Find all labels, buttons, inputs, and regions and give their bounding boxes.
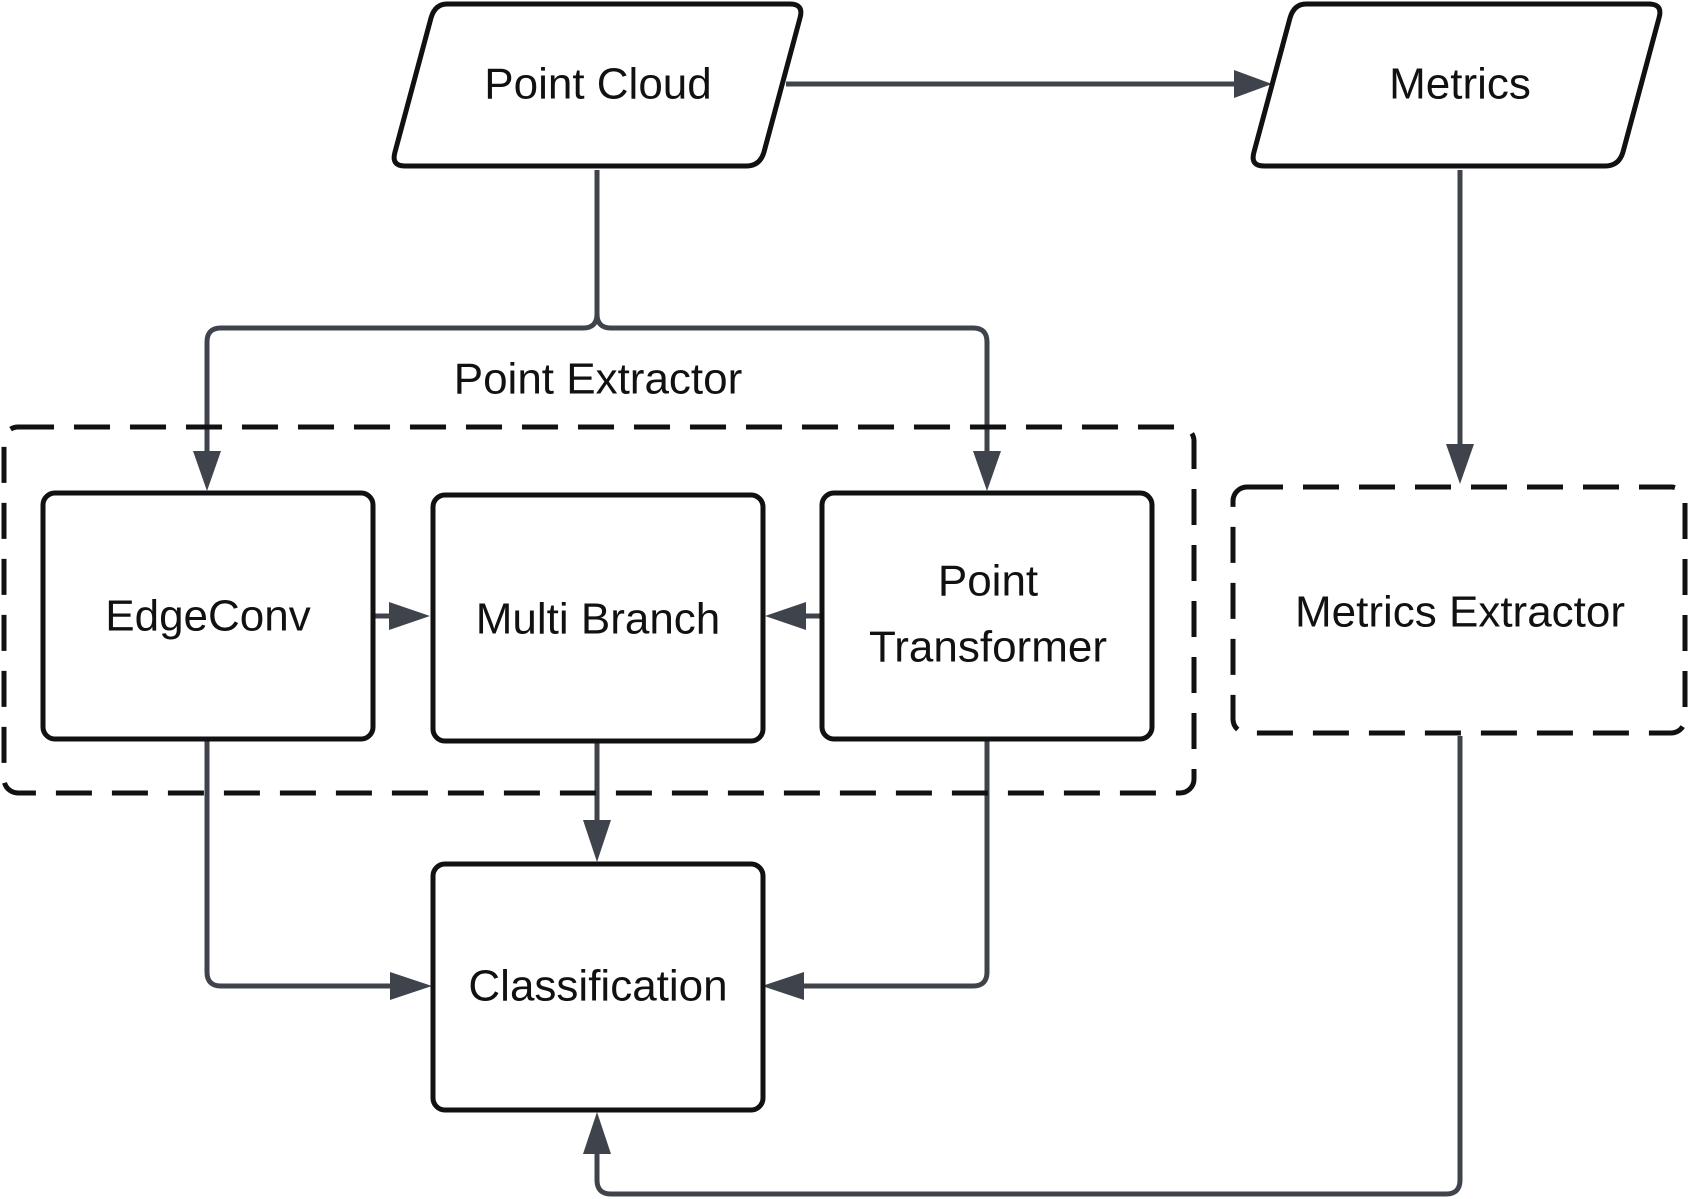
point-transformer-node[interactable]: Point Transformer <box>819 490 1155 742</box>
metrics-node[interactable]: Metrics <box>1250 1 1663 169</box>
point-transformer-label-line2: Transformer <box>869 623 1107 672</box>
point-extractor-label: Point Extractor <box>454 355 743 404</box>
classification-node[interactable]: Classification <box>430 861 766 1113</box>
metrics-extractor-node[interactable]: Metrics Extractor <box>1230 484 1688 736</box>
multi-branch-label: Multi Branch <box>476 595 721 644</box>
multi-branch-node[interactable]: Multi Branch <box>430 492 766 744</box>
edgeconv-node[interactable]: EdgeConv <box>40 490 376 742</box>
edge-pointtransformer-to-multibranch <box>765 602 822 630</box>
edge-pointcloud-to-edgeconv <box>193 170 600 491</box>
metrics-label: Metrics <box>1389 60 1531 109</box>
metrics-extractor-label: Metrics Extractor <box>1295 588 1625 637</box>
point-transformer-label-line1: Point <box>938 557 1038 606</box>
edge-pointcloud-to-point-transformer <box>594 313 1001 491</box>
point-extractor-group: Point Extractor <box>1 355 1197 796</box>
edge-pointtransformer-to-classification <box>762 740 990 1000</box>
edgeconv-label: EdgeConv <box>105 592 310 641</box>
point-cloud-label: Point Cloud <box>484 60 711 109</box>
edge-multibranch-to-classification <box>583 740 611 862</box>
classification-label: Classification <box>468 962 727 1011</box>
edge-metricsextractor-to-classification <box>583 736 1463 1197</box>
point-cloud-node[interactable]: Point Cloud <box>391 1 804 169</box>
edge-pointcloud-to-metrics <box>786 70 1272 98</box>
edge-metrics-to-metrics-extractor <box>1446 170 1474 484</box>
edge-edgeconv-to-classification <box>204 740 432 1000</box>
edge-edgeconv-to-multibranch <box>373 602 430 630</box>
